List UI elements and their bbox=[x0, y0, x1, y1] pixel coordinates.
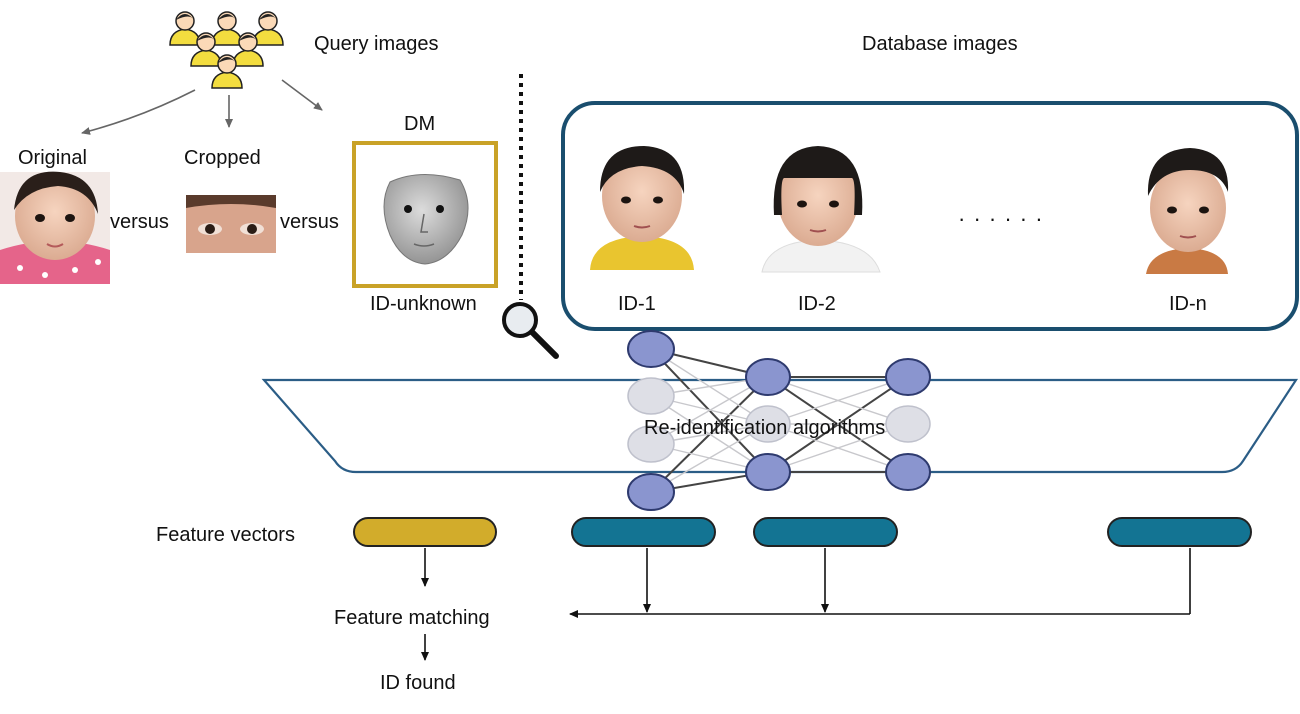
id-unknown-label: ID-unknown bbox=[370, 293, 477, 315]
network-node bbox=[627, 425, 675, 463]
arrow-to-dm bbox=[281, 79, 323, 111]
id-found-label: ID found bbox=[380, 672, 456, 694]
network-node bbox=[627, 330, 675, 368]
query-images-label: Query images bbox=[314, 33, 439, 55]
database-frame bbox=[561, 101, 1299, 331]
versus-label-2: versus bbox=[280, 211, 339, 233]
database-face-id-n bbox=[1146, 148, 1229, 274]
magnifier-icon bbox=[502, 302, 559, 359]
versus-label-1: versus bbox=[110, 211, 169, 233]
network-edges-faint bbox=[650, 348, 909, 493]
network-node bbox=[627, 473, 675, 511]
re-identification-band bbox=[261, 378, 1299, 474]
network-node bbox=[745, 405, 791, 443]
re-identification-label: Re-identification algorithms bbox=[644, 417, 885, 439]
feature-vectors-label: Feature vectors bbox=[156, 524, 295, 546]
network-node bbox=[745, 453, 791, 491]
ellipsis-label: · · · · · · bbox=[958, 206, 1044, 231]
original-label: Original bbox=[18, 147, 87, 169]
network-node bbox=[885, 358, 931, 396]
arrow-to-original bbox=[81, 89, 196, 135]
dm-mask-image bbox=[352, 141, 498, 288]
dm-label: DM bbox=[404, 113, 435, 135]
database-face-id-1 bbox=[590, 146, 694, 270]
database-id-label-1: ID-1 bbox=[618, 293, 656, 315]
database-feature-vector-1 bbox=[571, 517, 716, 547]
database-feature-vector-n bbox=[1107, 517, 1252, 547]
network-node bbox=[745, 358, 791, 396]
database-id-label-n: ID-n bbox=[1169, 293, 1207, 315]
crowd-icon bbox=[169, 11, 284, 89]
network-node bbox=[885, 405, 931, 443]
database-face-id-2 bbox=[761, 146, 881, 273]
cropped-label: Cropped bbox=[184, 147, 261, 169]
network-node bbox=[885, 453, 931, 491]
database-images-label: Database images bbox=[862, 33, 1018, 55]
feature-matching-label: Feature matching bbox=[334, 607, 490, 629]
database-feature-vector-2 bbox=[753, 517, 898, 547]
database-id-label-2: ID-2 bbox=[798, 293, 836, 315]
network-node bbox=[627, 377, 675, 415]
cropped-eyes-image bbox=[186, 195, 276, 253]
network-nodes bbox=[627, 330, 931, 511]
original-face-image bbox=[0, 171, 110, 284]
query-feature-vector bbox=[353, 517, 497, 547]
